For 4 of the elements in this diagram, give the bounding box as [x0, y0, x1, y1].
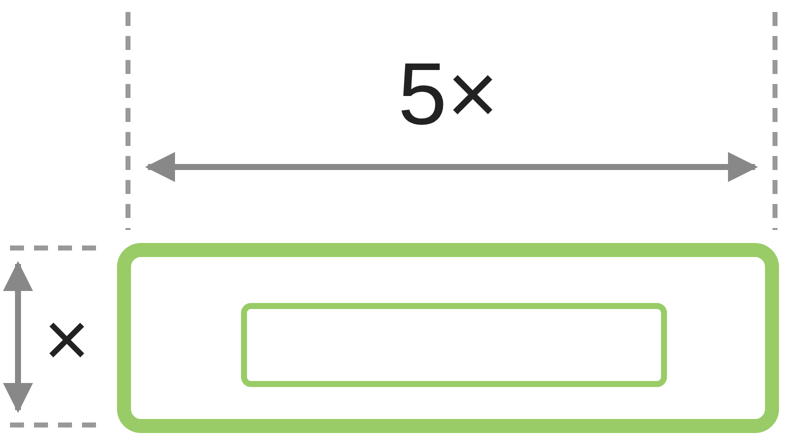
inner-rounded-rectangle	[241, 303, 667, 387]
dimension-label: 5×	[398, 50, 498, 138]
dimension-label: ×	[44, 300, 90, 378]
outer-rounded-rectangle	[117, 243, 779, 433]
